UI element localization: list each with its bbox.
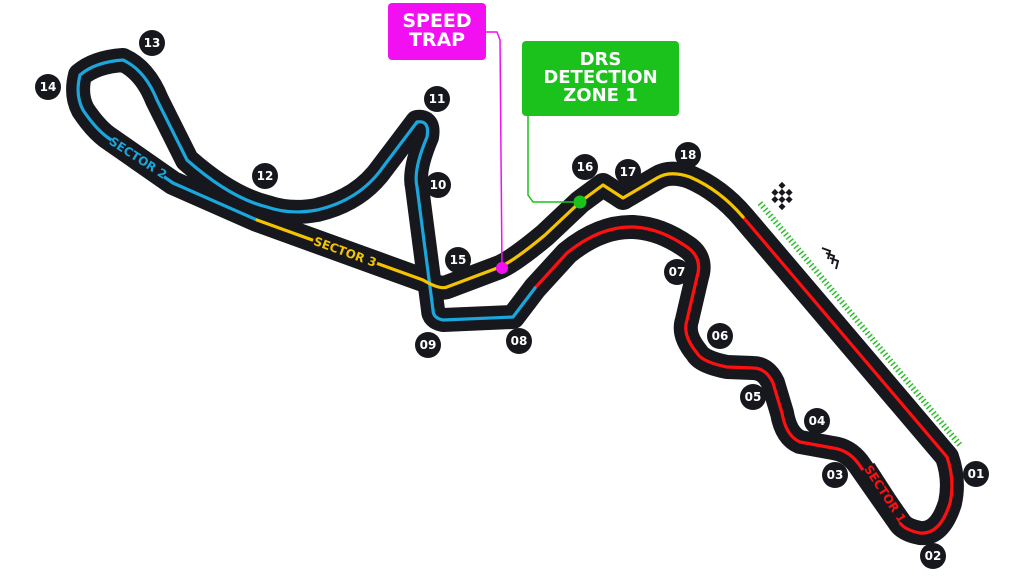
turn-06-marker: 06	[707, 323, 733, 349]
turn-03-marker: 03	[822, 462, 848, 488]
svg-text:08: 08	[511, 334, 528, 348]
svg-text:11: 11	[429, 92, 446, 106]
svg-text:05: 05	[745, 390, 762, 404]
svg-text:16: 16	[577, 160, 594, 174]
speed-trap-line2: TRAP	[408, 29, 466, 51]
svg-text:02: 02	[925, 549, 942, 563]
sector-3-line	[255, 172, 745, 290]
speed-trap-marker	[496, 262, 508, 274]
turn-11-marker: 11	[424, 86, 450, 112]
turn-15-marker: 15	[445, 247, 471, 273]
direction-chevrons-icon	[821, 247, 840, 270]
sector-2-line	[76, 58, 537, 322]
turn-09-marker: 09	[415, 332, 441, 358]
turn-02-marker: 02	[920, 543, 946, 569]
svg-text:14: 14	[40, 80, 57, 94]
drs-line2: DETECTION	[543, 67, 658, 88]
turn-14-marker: 14	[35, 74, 61, 100]
svg-text:17: 17	[620, 165, 637, 179]
svg-text:06: 06	[712, 329, 729, 343]
svg-text:15: 15	[450, 253, 467, 267]
svg-text:09: 09	[420, 338, 437, 352]
svg-text:03: 03	[827, 468, 844, 482]
svg-text:04: 04	[809, 414, 826, 428]
turn-13-marker: 13	[139, 30, 165, 56]
track-surface	[66, 48, 964, 546]
sector-2-label: SECTOR 2	[107, 134, 170, 182]
svg-text:13: 13	[144, 36, 161, 50]
speed-trap-leader	[486, 31, 503, 269]
pit-straight-marker	[757, 201, 963, 447]
turn-05-marker: 05	[740, 384, 766, 410]
turn-01-marker: 01	[963, 461, 989, 487]
turn-17-marker: 17	[615, 159, 641, 185]
drs-line3: ZONE 1	[563, 85, 638, 106]
drs-line1: DRS	[579, 49, 622, 70]
svg-text:07: 07	[669, 265, 686, 279]
turn-18-marker: 18	[675, 142, 701, 168]
turn-08-marker: 08	[506, 328, 532, 354]
turn-04-marker: 04	[804, 408, 830, 434]
drs-detection-marker	[573, 195, 587, 209]
speed-trap-callout: SPEED TRAP	[388, 3, 486, 60]
svg-text:18: 18	[680, 148, 697, 162]
turn-16-marker: 16	[572, 154, 598, 180]
turn-07-marker: 07	[664, 259, 690, 285]
checkered-flag-icon	[767, 181, 797, 211]
svg-text:12: 12	[257, 169, 274, 183]
sector-1-line	[533, 215, 954, 535]
turn-12-marker: 12	[252, 163, 278, 189]
svg-text:01: 01	[968, 467, 985, 481]
svg-text:10: 10	[430, 178, 447, 192]
speed-trap-line1: SPEED	[402, 10, 472, 32]
drs-detection-callout: DRS DETECTION ZONE 1	[522, 41, 679, 116]
drs-detection-leader	[527, 116, 580, 203]
turn-10-marker: 10	[425, 172, 451, 198]
